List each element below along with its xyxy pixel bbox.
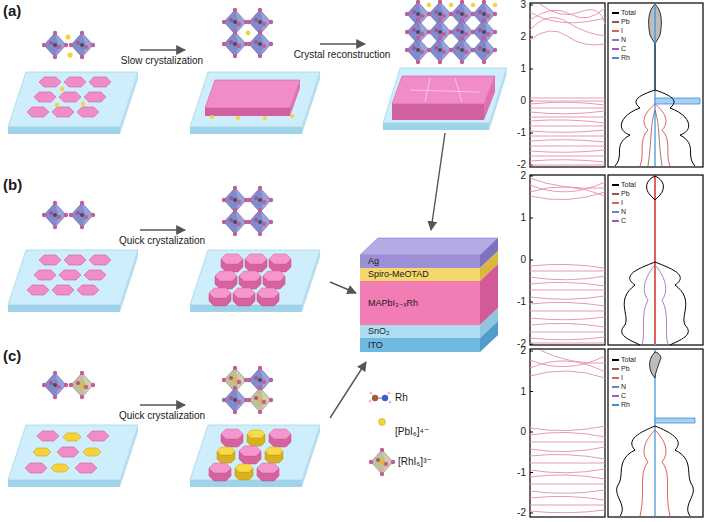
axis-tick-label: -2 (517, 159, 526, 171)
axis-tick-label: 0 (520, 95, 526, 107)
legend-item: Total (612, 180, 636, 189)
legend-item: Pb (612, 17, 630, 26)
axis-tick-label: -1 (517, 296, 526, 308)
axis-tick-label: 2 (520, 170, 526, 182)
legend-swatch (612, 386, 619, 388)
legend-item: Rh (612, 400, 630, 409)
band-structure-plots (530, 3, 703, 517)
axis-tick-label: 2 (520, 345, 526, 357)
legend-item: Pb (612, 189, 630, 198)
layer-label: Spiro-MeOTAD (360, 269, 429, 280)
axis-tick-label: 2 (520, 31, 526, 43)
legend-item: I (612, 373, 623, 382)
legend-swatch (612, 368, 619, 370)
legend-swatch (612, 30, 619, 32)
legend-text: I (621, 198, 623, 207)
axis-tick-label: 1 (520, 63, 526, 75)
layer-label: Ag (360, 256, 379, 267)
step-label: Quick crystalization (119, 235, 205, 247)
legend-item: Total (612, 8, 636, 17)
legend-swatch (612, 57, 619, 59)
legend-text: Total (621, 8, 636, 17)
legend-swatch (612, 193, 619, 195)
legend-text: I (621, 26, 623, 35)
axis-tick-label: 0 (520, 426, 526, 438)
legend-swatch (612, 39, 619, 41)
legend-swatch (612, 377, 619, 379)
species-label: [RhI₆]³⁻ (398, 456, 432, 468)
legend-item: N (612, 35, 626, 44)
legend-text: N (621, 207, 626, 216)
legend-text: Rh (621, 400, 630, 409)
legend-item: N (612, 207, 626, 216)
device-stack (360, 238, 498, 352)
legend-item: N (612, 382, 626, 391)
device-layer: MAPbI₃₋ₓRh (360, 281, 480, 325)
legend-item: Rh (612, 53, 630, 62)
legend-swatch (612, 21, 619, 23)
species-key (369, 392, 396, 477)
legend-text: C (621, 216, 626, 225)
axis-tick-label: 3 (520, 0, 526, 11)
panel-letter: (c) (3, 347, 21, 364)
panel-letter: (a) (3, 2, 21, 19)
panel-a (8, 0, 507, 230)
legend-text: Pb (621, 17, 630, 26)
legend-item: C (612, 44, 626, 53)
legend-swatch (612, 184, 619, 186)
legend-swatch (612, 359, 619, 361)
legend-swatch (612, 211, 619, 213)
panel-b (8, 186, 356, 312)
legend-swatch (612, 12, 619, 14)
device-layer: Ag (360, 255, 480, 268)
device-layer: ITO (360, 338, 480, 352)
legend-swatch (612, 404, 619, 406)
axis-tick-label: 0 (520, 254, 526, 266)
species-label: [PbI₆]⁴⁻ (395, 426, 429, 438)
panel-c (8, 362, 366, 487)
device-layer: SnO₂ (360, 325, 480, 338)
legend-swatch (612, 395, 619, 397)
axis-tick-label: 1 (520, 212, 526, 224)
panel-letter: (b) (3, 176, 22, 193)
legend-item: I (612, 198, 623, 207)
device-layer: Spiro-MeOTAD (360, 268, 480, 281)
legend-text: C (621, 391, 626, 400)
legend-swatch (612, 48, 619, 50)
layer-label: ITO (360, 340, 383, 351)
axis-tick-label: -1 (517, 467, 526, 479)
legend-item: Total (612, 355, 636, 364)
axis-tick-label: -2 (517, 507, 526, 519)
legend-text: Rh (621, 53, 630, 62)
layer-label: SnO₂ (360, 326, 390, 337)
legend-swatch (612, 220, 619, 222)
legend-item: I (612, 26, 623, 35)
layer-label: MAPbI₃₋ₓRh (360, 298, 418, 309)
axis-tick-label: -1 (517, 127, 526, 139)
legend-item: C (612, 216, 626, 225)
legend-text: Total (621, 180, 636, 189)
legend-item: Pb (612, 364, 630, 373)
legend-text: Pb (621, 364, 630, 373)
legend-text: Total (621, 355, 636, 364)
step-label: Quick crystalization (119, 410, 205, 422)
species-label: Rh (395, 392, 408, 404)
step-label: Crystal reconstruction (294, 49, 391, 61)
legend-text: N (621, 382, 626, 391)
legend-text: I (621, 373, 623, 382)
legend-item: C (612, 391, 626, 400)
legend-swatch (612, 202, 619, 204)
step-label: Slow crystalization (121, 55, 203, 67)
legend-text: N (621, 35, 626, 44)
axis-tick-label: 1 (520, 386, 526, 398)
legend-text: C (621, 44, 626, 53)
legend-text: Pb (621, 189, 630, 198)
